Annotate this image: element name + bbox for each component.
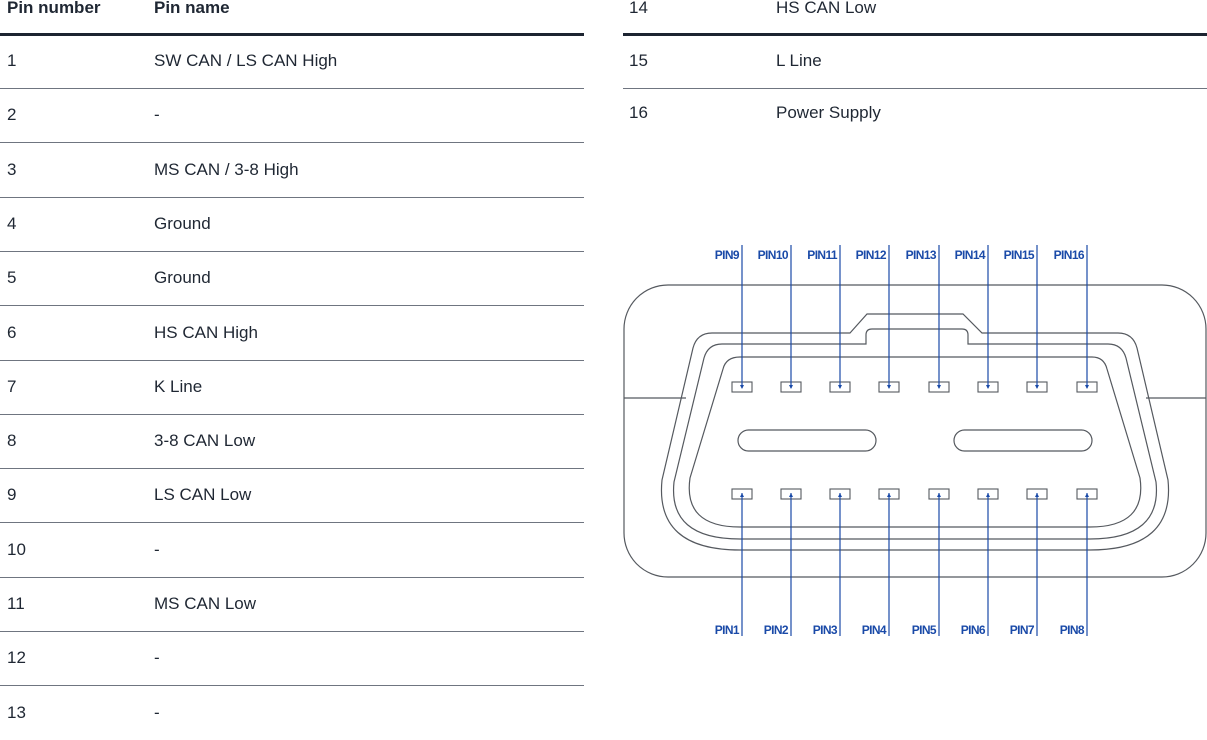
table-row: 7 K Line: [0, 360, 584, 415]
arrow-down-icon: [838, 385, 842, 389]
table-header: Pin number Pin name: [0, 0, 584, 36]
pin-number: 5: [7, 268, 17, 288]
pin-number: 15: [629, 51, 648, 70]
table-row: 2-: [0, 88, 584, 144]
pin-label: PIN6: [961, 623, 986, 637]
key-slot-right: [953, 429, 1093, 452]
arrow-up-icon: [1085, 493, 1089, 497]
arrow-down-icon: [789, 385, 793, 389]
pin-number: 7: [7, 376, 17, 396]
pin-label: PIN9: [715, 248, 740, 262]
pin-label: PIN11: [807, 248, 838, 262]
pin-label: PIN14: [955, 248, 986, 262]
pin-number: 3: [7, 159, 17, 179]
pin-number: 1: [7, 51, 17, 70]
pin-number: 12: [7, 648, 26, 668]
connector-outer-body: [623, 284, 1207, 578]
pin-number: 14: [629, 0, 648, 17]
connector-middle-outline: [672, 328, 1158, 540]
table-row: 5 Ground: [0, 251, 584, 307]
pin-number: 9: [7, 485, 17, 505]
pin-name: -: [154, 539, 160, 559]
table-row: 6 HS CAN High: [0, 306, 584, 361]
table-row: 1 SW CAN / LS CAN High: [0, 34, 584, 89]
pin-name: K Line: [154, 376, 203, 396]
arrow-down-icon: [1035, 385, 1039, 389]
connector-inner-outline: [688, 356, 1142, 528]
arrow-up-icon: [937, 493, 941, 497]
pin-name: MS CAN / 3-8 High: [154, 159, 299, 179]
table-row: 10 -: [0, 523, 584, 578]
table-row: 16 Power Supply: [623, 86, 1207, 140]
pin-name: -: [154, 105, 160, 125]
arrow-down-icon: [986, 385, 990, 389]
arrow-down-icon: [887, 385, 891, 389]
pin-number: 2: [7, 105, 17, 125]
arrow-up-icon: [986, 493, 990, 497]
table-row: 8 3-8 CAN Low: [0, 414, 584, 470]
pin-number: 6: [7, 322, 17, 342]
pin-number: 16: [629, 103, 648, 122]
table-row: 4 Ground: [0, 197, 584, 252]
pin-label: PIN13: [906, 248, 937, 262]
pin-name: HS CAN Low: [776, 0, 877, 17]
pin-label: PIN3: [813, 623, 838, 637]
pin-label: PIN12: [856, 248, 887, 262]
table-row: 14 HS CAN Low: [623, 0, 1207, 36]
key-slot-left: [737, 429, 877, 452]
pin-name: MS CAN Low: [154, 594, 257, 613]
pin-name: Ground: [154, 213, 211, 233]
table-row: 9 LS CAN Low: [0, 468, 584, 524]
pin-label: PIN1: [715, 623, 740, 637]
pin-number: 4: [7, 213, 17, 233]
pin-name: LS CAN Low: [154, 485, 252, 505]
arrow-up-icon: [1035, 493, 1039, 497]
pin-label: PIN16: [1054, 248, 1085, 262]
pin-name: -: [154, 648, 160, 668]
pin-name: L Line: [776, 51, 822, 70]
pin-label: PIN8: [1060, 623, 1085, 637]
pin-name: SW CAN / LS CAN High: [154, 51, 338, 70]
arrow-up-icon: [887, 493, 891, 497]
connector-outer-outline: [660, 313, 1170, 551]
pin-label: PIN10: [758, 248, 789, 262]
table-row: 12 -: [0, 631, 584, 687]
pin-number: 11: [7, 594, 25, 613]
pin-label: PIN5: [912, 623, 937, 637]
arrow-up-icon: [789, 493, 793, 497]
arrow-down-icon: [740, 385, 744, 389]
pin-number: 10: [7, 539, 26, 559]
arrow-up-icon: [740, 493, 744, 497]
header-pin-number: Pin number: [7, 0, 101, 17]
pin-name: -: [154, 702, 160, 722]
pin-label: PIN15: [1004, 248, 1035, 262]
table-row: 15 L Line: [623, 34, 1207, 89]
table-row: 11 MS CAN Low: [0, 577, 584, 632]
arrow-down-icon: [937, 385, 941, 389]
table-row: 3 MS CAN / 3-8 High: [0, 143, 584, 198]
pin-name: Power Supply: [776, 103, 881, 122]
arrow-up-icon: [838, 493, 842, 497]
pin-number: 8: [7, 431, 17, 451]
pin-name: 3-8 CAN Low: [154, 431, 256, 451]
pin-label: PIN4: [862, 623, 887, 637]
pin-name: Ground: [154, 268, 211, 288]
pin-name: HS CAN High: [154, 322, 258, 342]
arrow-down-icon: [1085, 385, 1089, 389]
header-pin-name: Pin name: [154, 0, 230, 17]
pin-label: PIN2: [764, 623, 789, 637]
pin-label: PIN7: [1010, 623, 1035, 637]
